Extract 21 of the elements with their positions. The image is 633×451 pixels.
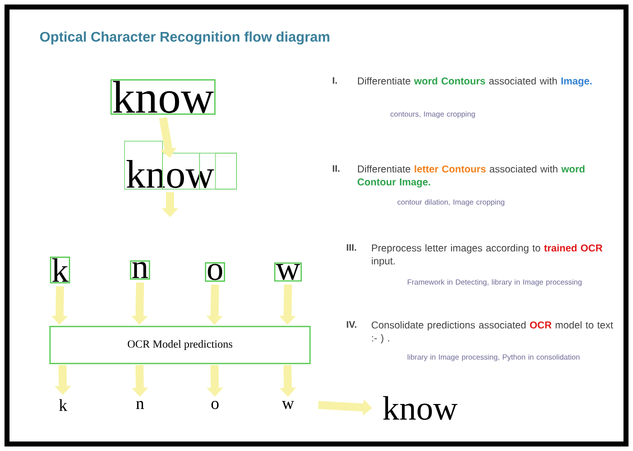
process-box: OCR Model predictions <box>49 326 311 364</box>
step-number: II. <box>332 165 340 172</box>
step-text: Differentiate word Contours associated with Image. <box>358 77 592 87</box>
word-image: know <box>124 140 237 190</box>
output-letter: k <box>59 399 68 411</box>
letter-image-box: w <box>274 262 302 282</box>
output-letter: o <box>211 400 219 410</box>
letter-image-box: o <box>204 262 226 282</box>
step-text: Preprocess letter images according to trained OCR input. <box>372 244 602 266</box>
result-word: know <box>383 396 458 420</box>
output-letter: n <box>136 401 144 409</box>
step-text: Differentiate letter Contours associated with word Contour Image. <box>358 165 584 188</box>
output-letter: w <box>282 401 294 409</box>
step-number: IV. <box>346 321 356 328</box>
diagram-title: Optical Character Recognition flow diagram <box>40 31 330 45</box>
word-image-box: know <box>110 79 216 115</box>
step-number: III. <box>346 244 356 251</box>
letter-image-box: k <box>50 256 70 284</box>
step-text: Consolidate predictions associated OCR model to text :- ) . <box>372 321 614 344</box>
step-number: I. <box>332 77 337 84</box>
letter-image-box: n <box>130 260 150 280</box>
